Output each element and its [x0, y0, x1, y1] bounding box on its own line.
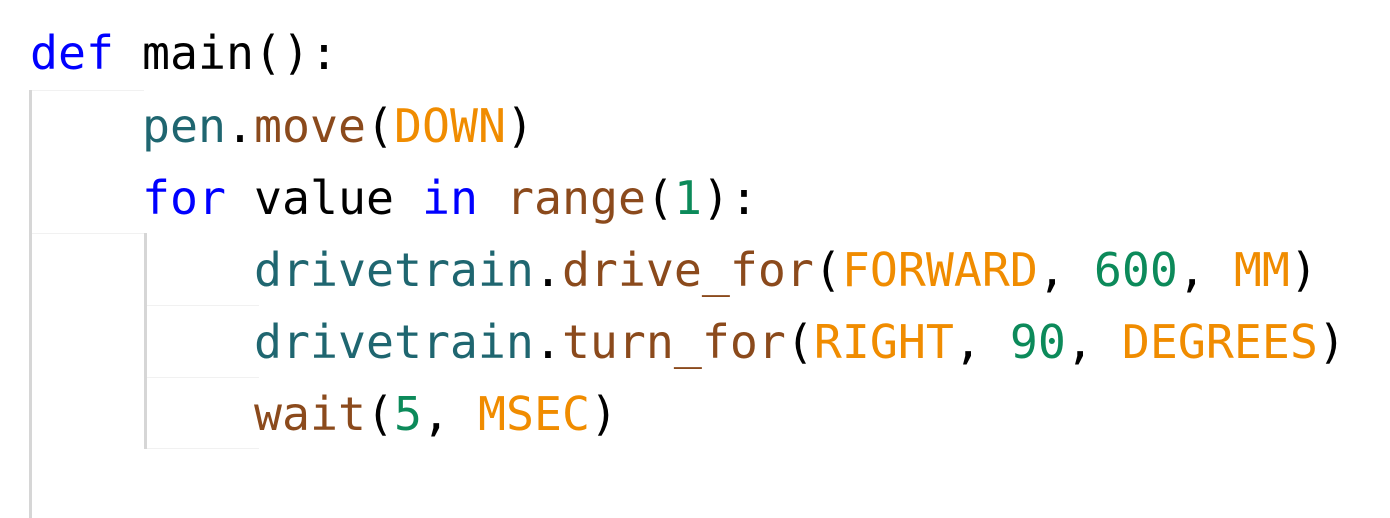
code-line-2[interactable]: pen.move(DOWN) [30, 90, 534, 163]
separator: , [1037, 243, 1094, 297]
constant-forward: FORWARD [841, 243, 1038, 297]
paren-open: ( [785, 315, 814, 369]
keyword-in: in [421, 171, 478, 225]
indent-row-divider [32, 233, 144, 234]
keyword-def: def [30, 26, 114, 80]
object-drivetrain: drivetrain [253, 315, 534, 369]
function-wait: wait [253, 387, 366, 441]
variable-value: value [253, 171, 394, 225]
indent-guide-outer [29, 90, 32, 518]
separator: , [953, 315, 1010, 369]
paren-close: ) [589, 387, 618, 441]
method-turn-for: turn_for [561, 315, 786, 369]
constant-down: DOWN [393, 99, 506, 153]
number-5: 5 [393, 387, 422, 441]
paren-open: ( [645, 171, 674, 225]
indent-row-divider [147, 448, 259, 449]
paren-close-colon: ): [701, 171, 758, 225]
indent [30, 171, 142, 225]
indent-row-divider [32, 90, 144, 91]
space [226, 171, 254, 225]
indent-guide-inner [144, 233, 147, 449]
constant-msec: MSEC [477, 387, 590, 441]
function-name: main(): [142, 26, 338, 80]
keyword-for: for [141, 171, 226, 225]
constant-mm: MM [1233, 243, 1290, 297]
indent-row-divider [147, 305, 259, 306]
number-1: 1 [673, 171, 702, 225]
dot: . [533, 243, 562, 297]
code-line-4[interactable]: drivetrain.drive_for(FORWARD, 600, MM) [30, 234, 1318, 307]
indent [30, 99, 142, 153]
constant-right: RIGHT [813, 315, 954, 369]
constant-degrees: DEGREES [1121, 315, 1318, 369]
space [478, 171, 506, 225]
paren-close: ) [1289, 243, 1318, 297]
paren-open: ( [365, 387, 394, 441]
code-line-5[interactable]: drivetrain.turn_for(RIGHT, 90, DEGREES) [30, 306, 1346, 379]
method-move: move [253, 99, 366, 153]
number-600: 600 [1093, 243, 1178, 297]
paren-close: ) [505, 99, 534, 153]
method-drive-for: drive_for [561, 243, 814, 297]
space [394, 171, 422, 225]
indent [30, 387, 254, 441]
paren-open: ( [813, 243, 842, 297]
dot: . [533, 315, 562, 369]
dot: . [225, 99, 254, 153]
function-range: range [505, 171, 646, 225]
code-line-3[interactable]: for value in range(1): [30, 162, 758, 235]
object-pen: pen [141, 99, 226, 153]
code-line-1[interactable]: def main(): [30, 17, 338, 90]
indent [30, 243, 254, 297]
object-drivetrain: drivetrain [253, 243, 534, 297]
separator: , [1065, 315, 1122, 369]
indent-row-divider [147, 377, 259, 378]
space [114, 26, 142, 80]
paren-close: ) [1317, 315, 1346, 369]
separator: , [1177, 243, 1234, 297]
separator: , [421, 387, 478, 441]
indent [30, 315, 254, 369]
number-90: 90 [1009, 315, 1066, 369]
paren-open: ( [365, 99, 394, 153]
code-line-6[interactable]: wait(5, MSEC) [30, 378, 618, 451]
